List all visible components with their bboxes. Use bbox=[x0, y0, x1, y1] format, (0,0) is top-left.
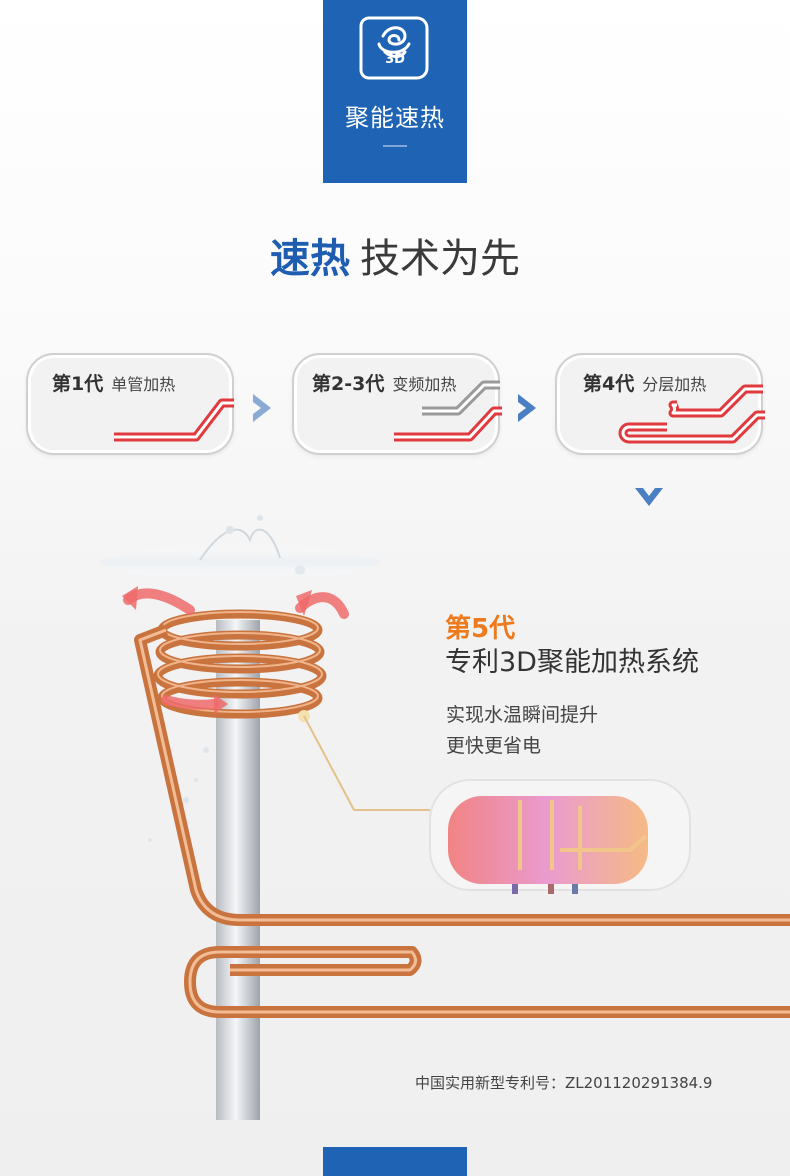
chevron-right-icon bbox=[253, 394, 271, 422]
spiral-3d-icon bbox=[359, 16, 429, 80]
fifth-generation-desc-1: 实现水温瞬间提升 bbox=[446, 704, 599, 726]
page-headline: 速热技术为先 bbox=[0, 226, 790, 284]
generation-number: 第4代 bbox=[583, 373, 635, 395]
generation-desc: 单管加热 bbox=[111, 375, 176, 394]
feature-badge: 3D 聚能速热 bbox=[323, 0, 467, 183]
generation-desc: 分层加热 bbox=[642, 375, 707, 394]
badge-icon-label: 3D bbox=[385, 52, 405, 67]
chevron-right-icon bbox=[518, 394, 536, 422]
patent-number: 中国实用新型专利号：ZL201120291384.9 bbox=[415, 1074, 713, 1092]
generation-number: 第2-3代 bbox=[312, 373, 385, 395]
generation-label: 第4代分层加热 bbox=[583, 369, 706, 396]
badge-divider bbox=[383, 145, 407, 147]
heating-element-illustration bbox=[100, 515, 790, 1120]
chevron-down-icon bbox=[635, 488, 663, 506]
fifth-generation-desc-2: 更快更省电 bbox=[446, 735, 542, 757]
generation-card-4: 第4代分层加热 bbox=[555, 353, 765, 455]
generation-desc: 变频加热 bbox=[392, 375, 457, 394]
generation-card-1: 第1代单管加热 bbox=[26, 353, 234, 455]
headline-highlight: 速热 bbox=[270, 236, 350, 282]
generation-card-2: 第2-3代变频加热 bbox=[292, 353, 502, 455]
variable-pipe-icon bbox=[394, 380, 502, 442]
generation-label: 第2-3代变频加热 bbox=[312, 369, 456, 396]
single-pipe-icon bbox=[114, 398, 234, 442]
layered-pipe-icon bbox=[618, 384, 765, 444]
badge-title: 聚能速热 bbox=[345, 104, 445, 132]
fifth-generation-title: 第5代 bbox=[445, 614, 516, 644]
generation-number: 第1代 bbox=[52, 373, 104, 395]
next-section-badge bbox=[323, 1147, 467, 1176]
fifth-generation-subtitle: 专利3D聚能加热系统 bbox=[445, 647, 699, 678]
generation-label: 第1代单管加热 bbox=[52, 369, 175, 396]
headline-rest: 技术为先 bbox=[360, 236, 520, 282]
